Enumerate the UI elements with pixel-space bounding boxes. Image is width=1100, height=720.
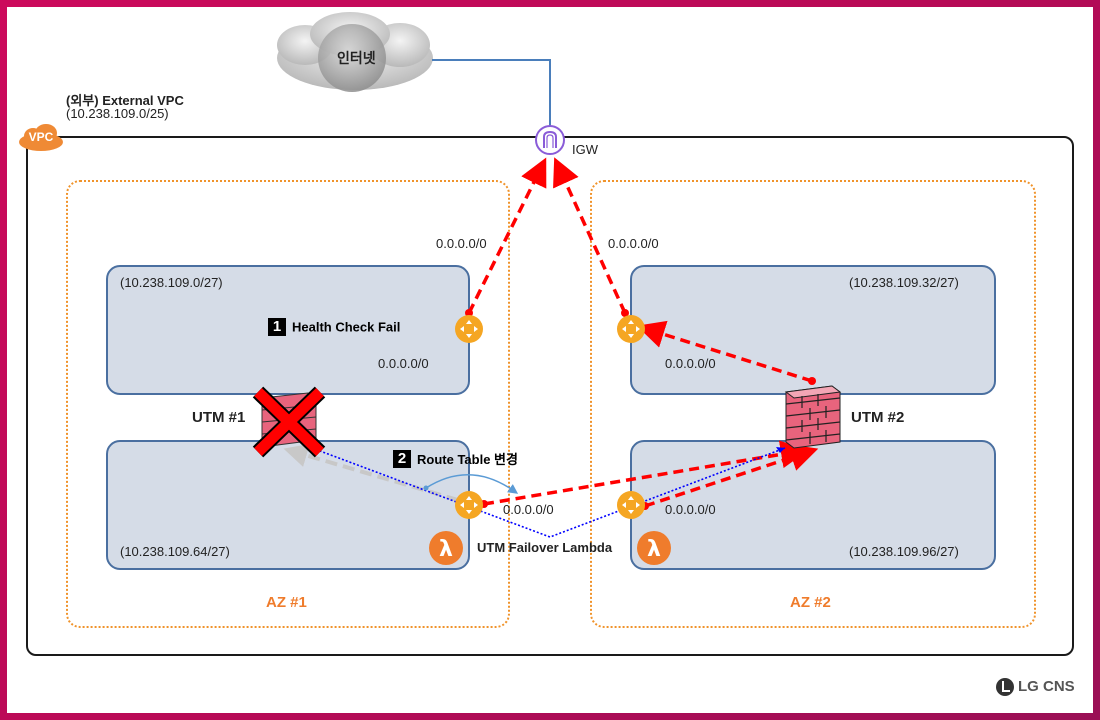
route-arrow <box>636 320 813 383</box>
route-label-igw-left: 0.0.0.0/0 <box>436 236 487 251</box>
internet-cloud <box>277 12 433 92</box>
step-1: 1 Health Check Fail <box>268 318 400 336</box>
az-1-boundary <box>66 180 510 628</box>
subnet-cidr: (10.238.109.32/27) <box>849 275 959 290</box>
lg-logo-icon <box>996 678 1014 697</box>
subnet-az1-public <box>106 265 470 395</box>
step-1-number: 1 <box>268 318 286 336</box>
route-origin-dot <box>621 309 629 317</box>
route-origin-dot <box>808 377 816 385</box>
route-arrow <box>467 157 547 314</box>
subnet-cidr: (10.238.109.0/27) <box>120 275 223 290</box>
vpc-title: (외부) External VPC <box>66 93 184 108</box>
internet-igw-link <box>432 59 551 128</box>
router-icon <box>617 491 645 519</box>
route-label: 0.0.0.0/0 <box>665 502 716 517</box>
step-1-label: Health Check Fail <box>292 319 401 335</box>
igw-label: IGW <box>572 142 598 157</box>
igw-icon <box>535 125 565 155</box>
router-icon <box>455 315 483 343</box>
route-origin-dot <box>465 309 473 317</box>
old-route-arrow <box>283 443 459 502</box>
route-arrow <box>483 440 809 506</box>
lambda-link-arrowhead <box>776 447 785 453</box>
step-2-number: 2 <box>393 449 411 468</box>
utm-2-label: UTM #2 <box>851 409 905 426</box>
vpc-badge: VPC <box>16 122 66 152</box>
firewall-icon <box>784 385 842 449</box>
subnet-cidr: (10.238.109.96/27) <box>849 544 959 559</box>
svg-text:λ: λ <box>647 537 661 562</box>
step-2-label: Route Table 변경 <box>417 452 518 467</box>
subnet-az2-public <box>630 265 996 395</box>
vpc-cloud-icon <box>19 124 63 151</box>
route-change-curve <box>425 473 519 494</box>
internet-label: 인터넷 <box>337 50 376 66</box>
lg-cns-logo: LG CNS <box>996 678 1075 697</box>
route-label: 0.0.0.0/0 <box>503 502 554 517</box>
route-label: 0.0.0.0/0 <box>378 356 429 371</box>
vpc-badge-label: VPC <box>28 130 54 144</box>
subnet-cidr: (10.238.109.64/27) <box>120 544 230 559</box>
svg-text:λ: λ <box>439 537 453 562</box>
lambda-link <box>311 447 786 538</box>
route-label: 0.0.0.0/0 <box>665 356 716 371</box>
step-2: 2 Route Table 변경 <box>393 449 518 468</box>
az-1-label: AZ #1 <box>266 594 307 611</box>
router-icon <box>455 491 483 519</box>
router-icon <box>617 315 645 343</box>
route-change-start-dot <box>423 485 429 491</box>
route-arrow <box>553 157 627 314</box>
vpc-cidr: (10.238.109.0/25) <box>66 106 169 121</box>
utm-1-label: UTM #1 <box>192 409 246 426</box>
lambda-icon: λ <box>637 531 671 565</box>
az-2-label: AZ #2 <box>790 594 831 611</box>
route-arrow <box>644 444 819 508</box>
failed-x-icon <box>252 386 326 458</box>
lambda-label: UTM Failover Lambda <box>477 540 613 555</box>
az-2-boundary <box>590 180 1036 628</box>
lambda-icon: λ <box>429 531 463 565</box>
route-label-igw-right: 0.0.0.0/0 <box>608 236 659 251</box>
logo-text: LG CNS <box>1018 678 1075 695</box>
